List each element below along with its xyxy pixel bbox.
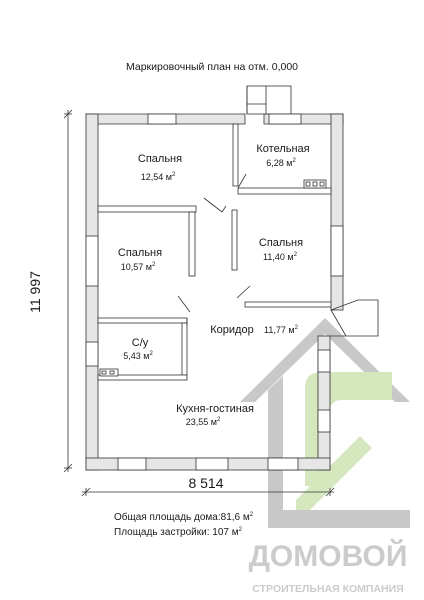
window bbox=[117, 457, 147, 471]
room-name-boiler: Котельная bbox=[256, 143, 309, 155]
door-bedroom1 bbox=[203, 197, 223, 213]
logo-brand-name: ДОМОВОЙ bbox=[249, 539, 408, 573]
window bbox=[330, 225, 344, 277]
room-area-boiler: 6,28 м2 bbox=[266, 158, 296, 168]
bathroom-equipment bbox=[99, 368, 119, 377]
wall-right-upper bbox=[330, 113, 344, 311]
total-area-text: Общая площадь дома:81,6 м2 bbox=[114, 511, 254, 523]
wall-bathroom-right bbox=[181, 322, 188, 376]
wall-boiler-bottom bbox=[237, 187, 332, 195]
room-name-bedroom-3: Спальня bbox=[259, 237, 303, 249]
boiler-equipment bbox=[303, 179, 327, 189]
window bbox=[195, 457, 229, 471]
room-area-corridor: 11,77 м2 bbox=[264, 325, 299, 335]
window bbox=[317, 409, 331, 433]
windows bbox=[85, 113, 344, 471]
entrance-porch bbox=[246, 85, 292, 115]
wall-bathroom-bottom bbox=[97, 374, 188, 381]
window bbox=[267, 457, 299, 471]
window bbox=[317, 349, 331, 373]
room-name-bedroom-1: Спальня bbox=[138, 153, 182, 165]
logo-house-roof bbox=[240, 318, 410, 402]
room-area-bedroom-1: 12,54 м2 bbox=[141, 172, 176, 182]
room-area-kitchen-living: 23,55 м2 bbox=[186, 417, 221, 427]
window bbox=[268, 113, 302, 125]
room-area-bedroom-3: 11,40 м2 bbox=[263, 252, 298, 262]
building-area-text: Площадь застройки: 107 м2 bbox=[114, 527, 243, 538]
room-area-bedroom-2: 10,57 м2 bbox=[121, 262, 156, 272]
side-porch bbox=[330, 299, 379, 337]
window bbox=[85, 341, 99, 367]
plan-title: Маркировочный план на отм. 0,000 bbox=[126, 61, 298, 73]
wall-bedroom2-right bbox=[188, 211, 196, 277]
room-name-corridor: Коридор bbox=[210, 324, 253, 336]
logo-green-diagonal bbox=[296, 436, 372, 510]
dimension-width bbox=[81, 487, 335, 497]
doors bbox=[177, 173, 251, 326]
door-bedroom2 bbox=[177, 295, 191, 313]
room-name-bathroom: С/у bbox=[132, 337, 149, 349]
dimension-height-label: 11 997 bbox=[27, 271, 43, 313]
room-name-kitchen-living: Кухня-гостиная bbox=[176, 403, 254, 415]
logo-house-wall bbox=[268, 376, 283, 528]
window bbox=[147, 113, 177, 125]
wall-left bbox=[85, 113, 99, 471]
wall-bedroom1-boiler bbox=[232, 123, 239, 187]
room-name-bedroom-2: Спальня bbox=[118, 247, 162, 259]
wall-bedroom1-bottom bbox=[97, 205, 197, 213]
room-labels: Спальня 12,54 м2 Котельная 6,28 м2 Спаль… bbox=[118, 143, 310, 427]
wall-bedroom3-left bbox=[231, 209, 238, 271]
window bbox=[85, 235, 99, 287]
door-boiler bbox=[237, 173, 247, 189]
dimension-height bbox=[63, 109, 73, 473]
dimension-width-label: 8 514 bbox=[188, 475, 223, 491]
logo-brand-tagline: СТРОИТЕЛЬНАЯ КОМПАНИЯ bbox=[252, 583, 403, 595]
room-area-bathroom: 5,43 м2 bbox=[123, 351, 153, 361]
logo-house-floor bbox=[268, 510, 410, 528]
interior-walls bbox=[97, 123, 332, 381]
wall-bathroom-top bbox=[97, 317, 188, 324]
wall-bedroom3-bottom bbox=[244, 301, 332, 308]
door-bedroom3 bbox=[236, 285, 251, 299]
